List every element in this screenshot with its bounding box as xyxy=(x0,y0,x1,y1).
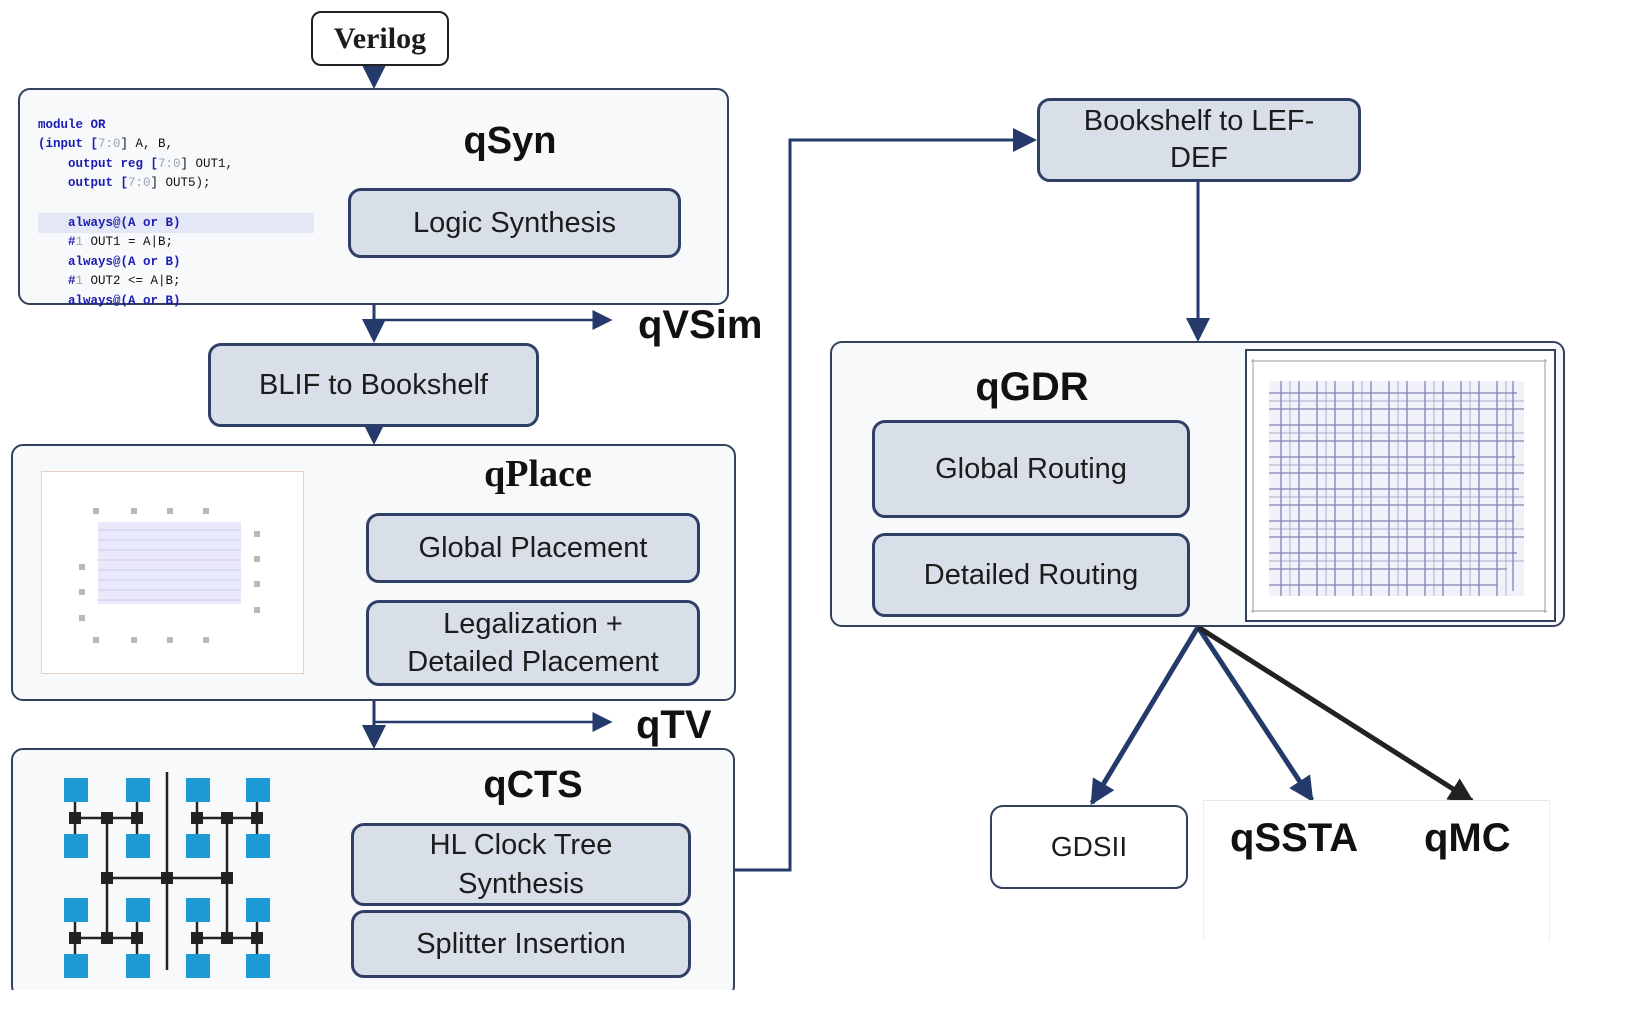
bookshelf-to-lefdef-label: Bookshelf to LEF- DEF xyxy=(1083,104,1315,174)
arrow-qgdr-qssta xyxy=(1195,625,1315,803)
arrow-qgdr-qmc xyxy=(1196,624,1475,804)
code-line: #1 OUT1 = A|B; xyxy=(38,235,174,250)
qsyn-title: qSyn xyxy=(463,120,557,162)
verilog-label: Verilog xyxy=(333,21,427,55)
clock-tree-graphic xyxy=(64,772,270,978)
global-routing-stage: Global Routing xyxy=(872,420,1190,518)
verilog-code-snippet: module OR (input [7:0] A, B, output reg … xyxy=(28,96,318,308)
qcts-title: qCTS xyxy=(483,764,583,806)
qsyn-box: module OR (input [7:0] A, B, output reg … xyxy=(18,88,729,308)
qplace-title: qPlace xyxy=(484,453,592,495)
hl-clock-tree-synthesis-label: HL Clock Tree Synthesis xyxy=(429,829,613,900)
verilog-input-box: Verilog xyxy=(311,11,449,66)
flow-diagram: { "input": { "label": "Verilog" }, "qsyn… xyxy=(11,11,1565,990)
code-line: module OR xyxy=(38,117,106,132)
connectors xyxy=(362,65,1475,872)
code-highlight-line xyxy=(38,213,314,233)
code-line: always@(A or B) xyxy=(38,215,181,230)
detailed-routing-stage: Detailed Routing xyxy=(872,533,1190,617)
gdsii-label: GDSII xyxy=(1050,830,1128,862)
blif-to-bookshelf-label: BLIF to Bookshelf xyxy=(259,368,488,401)
arrow-qgdr-gdsii xyxy=(1089,625,1201,806)
splitter-insertion-stage: Splitter Insertion xyxy=(351,910,691,978)
code-line: output [7:0] OUT5); xyxy=(38,176,211,191)
legalization-detailed-placement-stage: Legalization + Detailed Placement xyxy=(366,600,700,686)
code-line: #1 OUT2 <= A|B; xyxy=(38,274,181,289)
placement-plot-graphic xyxy=(79,508,260,643)
analysis-tools-panel xyxy=(1203,800,1550,941)
logic-synthesis-label: Logic Synthesis xyxy=(412,206,617,239)
code-line: output reg [7:0] OUT1, xyxy=(38,156,234,171)
global-placement-stage: Global Placement xyxy=(366,513,700,583)
legalization-detailed-placement-label: Legalization + Detailed Placement xyxy=(407,607,659,678)
code-line: (input [7:0] A, B, xyxy=(38,137,174,152)
routing-result-plot xyxy=(1245,349,1556,622)
qgdr-title: qGDR xyxy=(975,365,1089,409)
code-line: always@(A or B) xyxy=(38,254,181,269)
qcts-box: qCTS HL Clock Tree Synthesis Splitter In… xyxy=(11,748,735,990)
qgdr-box: qGDR Global Routing Detailed Routing xyxy=(830,341,1565,627)
global-routing-label: Global Routing xyxy=(935,452,1127,485)
qtv-label: qTV xyxy=(636,703,712,747)
qssta-label: qSSTA xyxy=(1230,816,1359,860)
arrow-qcts-lefdef xyxy=(735,128,1037,872)
qvsim-label: qVSim xyxy=(638,303,763,347)
blif-to-bookshelf-box: BLIF to Bookshelf xyxy=(208,343,539,427)
qmc-label: qMC xyxy=(1424,816,1511,860)
splitter-insertion-label: Splitter Insertion xyxy=(416,927,626,960)
gdsii-output-box: GDSII xyxy=(990,805,1188,889)
logic-synthesis-stage: Logic Synthesis xyxy=(348,188,681,258)
detailed-routing-label: Detailed Routing xyxy=(923,558,1139,591)
qplace-box: qPlace Global Placement Legalization + D… xyxy=(11,444,736,701)
global-placement-label: Global Placement xyxy=(418,531,648,564)
routing-result-graphic xyxy=(1251,359,1547,613)
bookshelf-to-lefdef-box: Bookshelf to LEF- DEF xyxy=(1037,98,1361,182)
code-line: always@(A or B) xyxy=(38,293,181,308)
hl-clock-tree-synthesis-stage: HL Clock Tree Synthesis xyxy=(351,823,691,906)
placement-plot xyxy=(41,471,304,674)
